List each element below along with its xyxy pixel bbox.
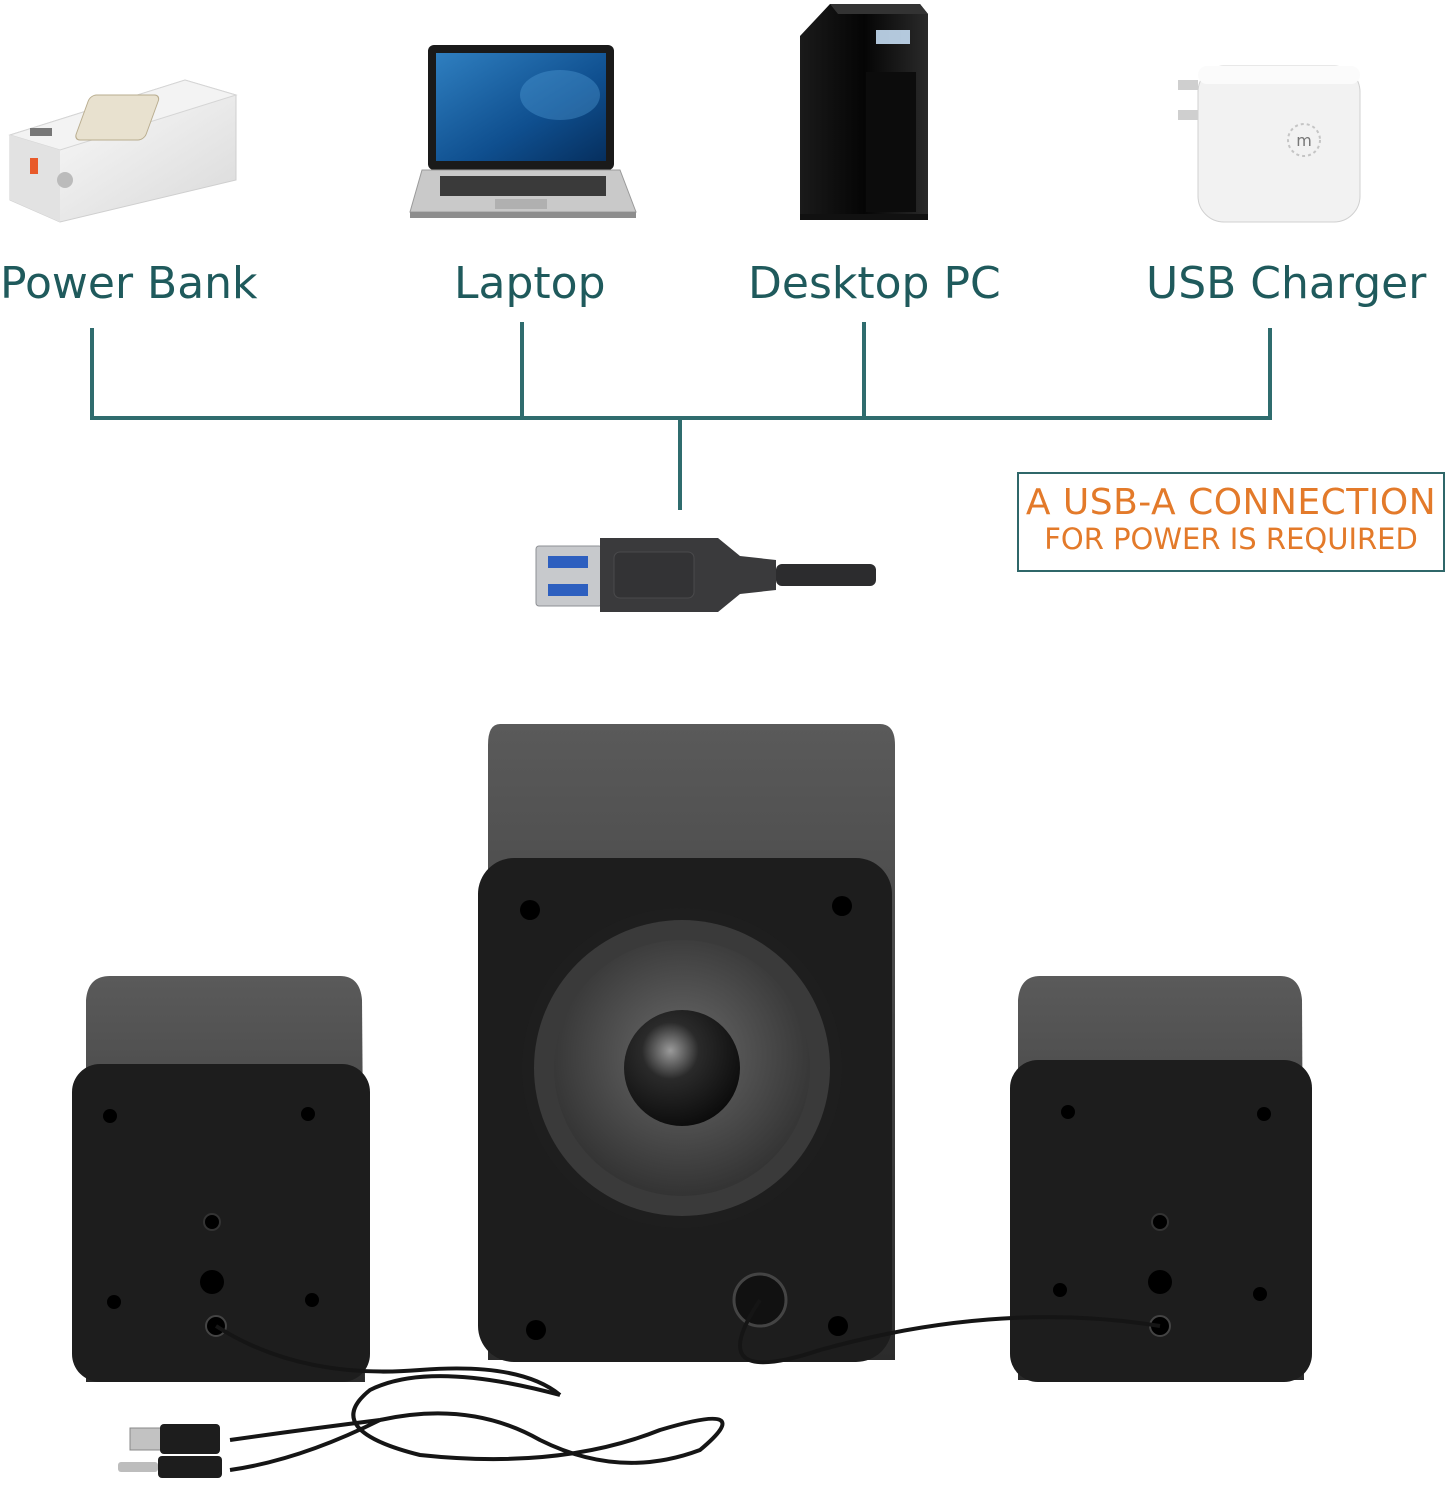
speaker-cables (214, 1298, 1161, 1472)
connector-tree (90, 322, 1272, 510)
usb-requirement-notice: A USB-A CONNECTION FOR POWER IS REQUIRED (1017, 472, 1445, 572)
device-label-power-bank: Power Bank (0, 258, 258, 309)
desktop-pc-icon (800, 4, 928, 220)
right-satellite-speaker (1010, 976, 1312, 1382)
usb-a-plug-icon (535, 538, 876, 612)
laptop-icon (409, 45, 637, 218)
left-satellite-speaker (72, 976, 370, 1382)
subwoofer (478, 724, 895, 1362)
audio-jack-plug (118, 1456, 222, 1478)
device-label-laptop: Laptop (454, 258, 606, 309)
usb-charger-icon: m (1178, 65, 1361, 223)
speaker-system-icon (72, 724, 1312, 1478)
notice-line-2: FOR POWER IS REQUIRED (1044, 521, 1418, 556)
svg-text:m: m (1296, 131, 1312, 150)
device-label-desktop-pc: Desktop PC (748, 258, 1001, 309)
power-bank-icon (8, 79, 238, 223)
usb-plug-small (129, 1424, 220, 1454)
device-label-usb-charger: USB Charger (1146, 258, 1427, 309)
notice-line-1: A USB-A CONNECTION (1025, 482, 1437, 523)
